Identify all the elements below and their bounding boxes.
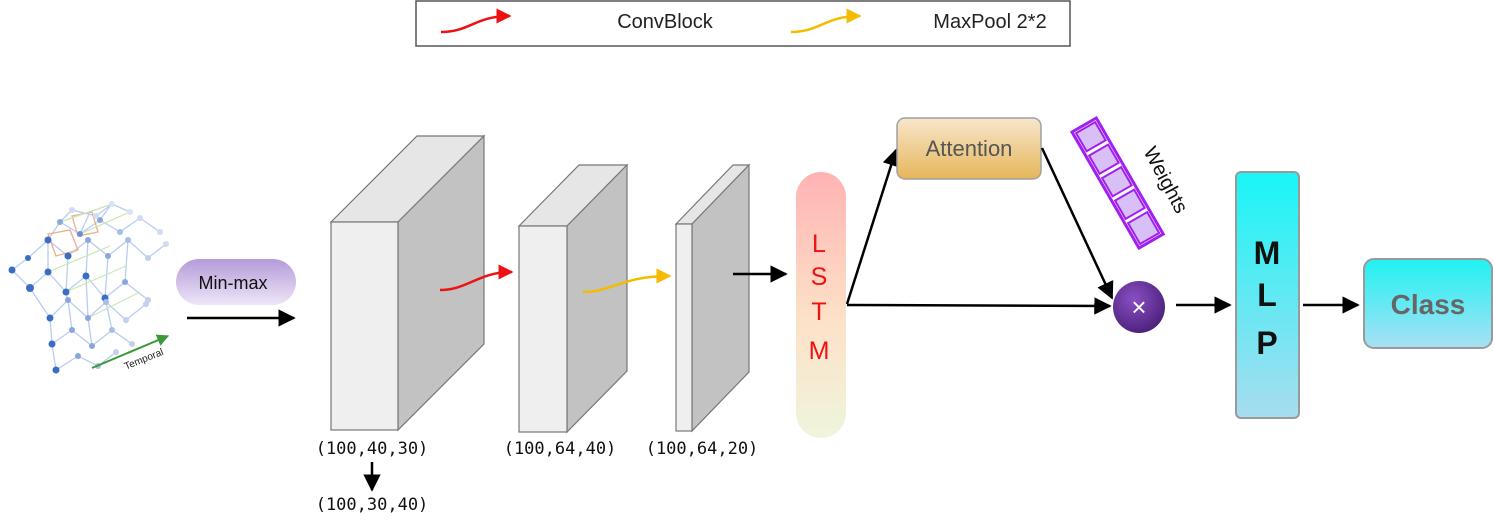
conv-block-1-shape-label: (100,40,30) (316, 439, 429, 459)
multiply-node: × (1113, 281, 1165, 333)
reshape-shape-label: (100,30,40) (316, 495, 429, 515)
mlp-box (1235, 171, 1300, 419)
lstm-letter-l: L (812, 230, 826, 258)
maxpool-legend-arrow (790, 8, 862, 34)
mlp-letter-l: L (1257, 277, 1277, 313)
class-box (1363, 258, 1493, 349)
weights-cell (1100, 165, 1134, 198)
weights-cell (1113, 188, 1147, 221)
weights-outline (1069, 115, 1166, 251)
legend-box (415, 0, 1071, 47)
minmax-node: Min-max (176, 259, 296, 305)
lstm-pill (796, 172, 846, 438)
conv-block-1-front (330, 221, 399, 431)
weights-cell (1074, 120, 1108, 153)
weights-vector (1069, 115, 1166, 251)
maxpool-arrow (582, 268, 672, 294)
graph-nodes (8, 201, 169, 374)
temporal-axis-label: Temporal (123, 347, 165, 373)
lstm-letter-t: T (811, 298, 826, 326)
conv-block-3-shape-label: (100,64,20) (646, 439, 759, 459)
weights-cell (1126, 210, 1161, 246)
lstm-letter-s: S (811, 263, 828, 291)
temporal-axis-arrow (91, 334, 170, 369)
convblock-legend-arrow (440, 8, 512, 34)
conv-block-3-front (675, 223, 693, 432)
attention-label: Attention (926, 136, 1013, 161)
lstm-node: L S T M (796, 172, 846, 438)
mlp-letter-m: M (1254, 235, 1281, 271)
convblock-legend-label: ConvBlock (617, 11, 714, 33)
weights-cell (1087, 143, 1121, 176)
lstm-to-multiply-arrow (846, 297, 1112, 315)
conv-block-2-front (518, 225, 568, 433)
mlp-letter-p: P (1256, 325, 1277, 361)
class-node: Class (1363, 258, 1493, 349)
conv-block-2 (517, 163, 629, 434)
class-label: Class (1391, 289, 1466, 320)
attention-node: Attention (896, 117, 1042, 180)
maxpool-legend-label: MaxPool 2*2 (933, 11, 1046, 33)
graph-temporal-edges (47, 203, 141, 319)
lstm-to-attention-arrow (845, 148, 900, 305)
mlp-node: M L P (1235, 171, 1300, 419)
conv-block-2-shape-label: (100,64,40) (504, 439, 617, 459)
multiply-symbol: × (1131, 292, 1146, 322)
conv-block-3 (674, 163, 751, 433)
legend: ConvBlock MaxPool 2*2 (415, 0, 1071, 47)
minmax-label: Min-max (198, 273, 267, 293)
multiply-circle (1113, 281, 1165, 333)
convblock-arrow (439, 264, 514, 292)
attention-to-multiply-arrow (1040, 147, 1114, 300)
lstm-letter-m: M (809, 337, 830, 365)
input-graph: Temporal (8, 201, 170, 374)
minmax-pill (176, 259, 296, 305)
conv-block-1 (329, 134, 486, 432)
graph-edges (11, 203, 167, 372)
